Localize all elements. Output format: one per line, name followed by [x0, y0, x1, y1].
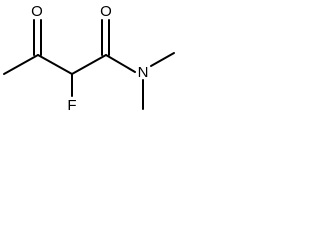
- nitrogen-to-upper-methyl-bond: [150, 52, 175, 67]
- amide-oxygen-label: O: [100, 3, 112, 20]
- fluorine-label: F: [67, 97, 76, 114]
- ketone-carbon-to-alpha-carbon-bond: [37, 54, 73, 75]
- chemical-structure-diagram: O O F N: [3, 3, 175, 114]
- methyl-to-ketone-carbon-bond: [3, 54, 39, 75]
- ketone-oxygen-label: O: [31, 3, 43, 20]
- molecule-structure: O O F N: [0, 0, 180, 118]
- nitrogen-label: N: [138, 64, 149, 81]
- alpha-carbon-to-amide-carbon-bond: [71, 54, 107, 75]
- amide-carbon-to-nitrogen-bond: [105, 54, 136, 73]
